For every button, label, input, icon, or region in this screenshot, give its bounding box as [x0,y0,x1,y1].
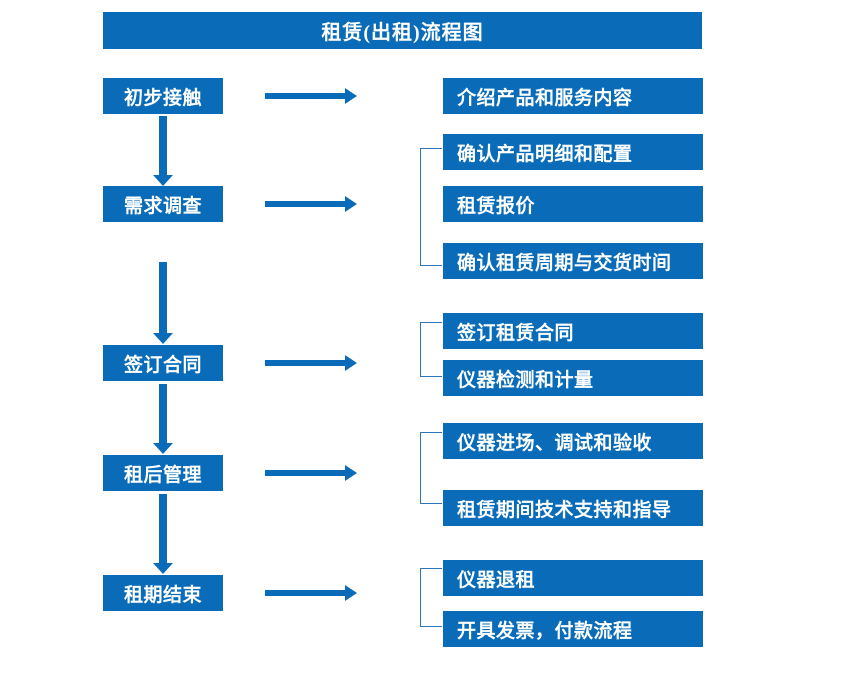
detail-box-10[interactable]: 开具发票，付款流程 [443,611,703,647]
detail-box-2[interactable]: 确认产品明细和配置 [443,134,703,170]
stage-box-4[interactable]: 租后管理 [103,455,223,491]
vertical-arrow-3 [151,384,175,454]
arrow-shaft [265,201,345,207]
arrow-shaft [159,116,167,175]
arrow-shaft [265,93,345,99]
arrow-head [345,196,357,212]
arrow-head [345,465,357,481]
chart-title: 租赁(出租)流程图 [103,12,702,49]
bracket-connector-group-4 [420,432,442,504]
stage-box-1[interactable]: 初步接触 [103,78,223,114]
arrow-head [345,585,357,601]
arrow-shaft [159,494,167,563]
arrow-shaft [265,360,345,366]
horizontal-arrow-2 [265,196,357,212]
detail-box-5[interactable]: 签订租赁合同 [443,313,703,349]
detail-box-6[interactable]: 仪器检测和计量 [443,360,703,396]
bracket-connector-group-3 [420,322,442,377]
detail-box-1[interactable]: 介绍产品和服务内容 [443,78,703,114]
arrow-head [345,88,357,104]
arrow-head [153,443,173,454]
detail-box-7[interactable]: 仪器进场、调试和验收 [443,423,703,459]
arrow-head [153,175,173,186]
horizontal-arrow-3 [265,355,357,371]
detail-box-3[interactable]: 租赁报价 [443,186,703,222]
arrow-shaft [159,262,167,333]
arrow-shaft [265,470,345,476]
horizontal-arrow-1 [265,88,357,104]
arrow-head [153,563,173,574]
vertical-arrow-2 [151,262,175,344]
bracket-connector-group-5 [420,568,442,627]
stage-box-2[interactable]: 需求调查 [103,186,223,222]
horizontal-arrow-5 [265,585,357,601]
bracket-connector-group-2 [420,148,442,266]
stage-box-3[interactable]: 签订合同 [103,345,223,381]
stage-box-5[interactable]: 租期结束 [103,575,223,611]
vertical-arrow-4 [151,494,175,574]
arrow-head [345,355,357,371]
vertical-arrow-1 [151,116,175,186]
detail-box-9[interactable]: 仪器退租 [443,560,703,596]
detail-box-8[interactable]: 租赁期间技术支持和指导 [443,490,703,526]
arrow-head [153,333,173,344]
horizontal-arrow-4 [265,465,357,481]
detail-box-4[interactable]: 确认租赁周期与交货时间 [443,243,703,279]
arrow-shaft [159,384,167,443]
arrow-shaft [265,590,345,596]
